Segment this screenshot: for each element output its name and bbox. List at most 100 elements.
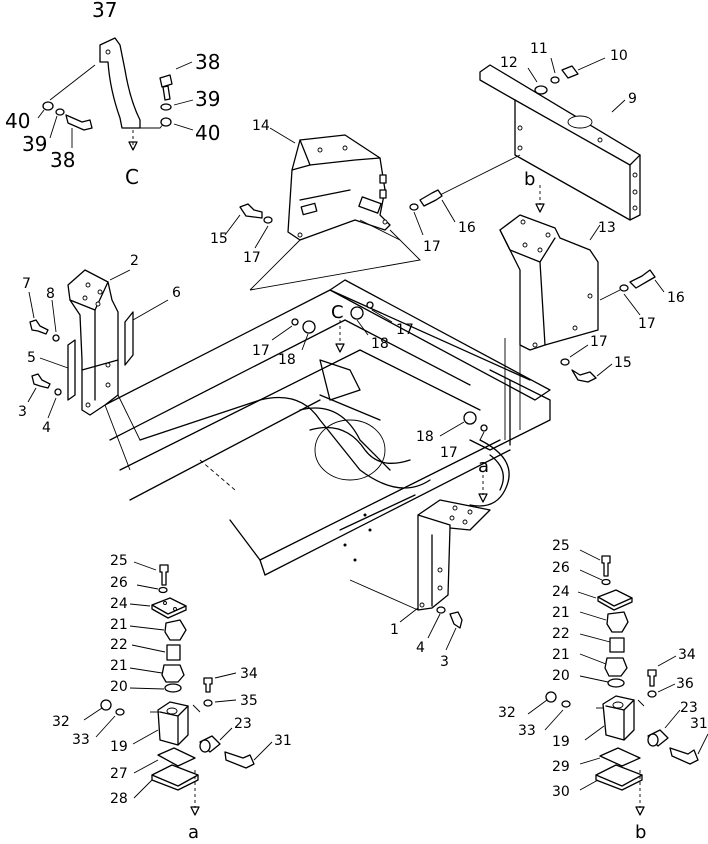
callout-10: 10	[610, 48, 628, 64]
view-marker-c-top: C	[125, 165, 139, 189]
callout-40-upper: 40	[195, 121, 220, 145]
callout-12: 12	[500, 55, 518, 71]
spacer-22-right	[609, 637, 625, 653]
callout-28: 28	[110, 791, 128, 807]
rubber-21-lower-left	[161, 664, 185, 683]
washer-39-left	[55, 108, 65, 116]
callout-labels: 37 38 39 40 40 39 38 C 10 11 12 9 14 15 …	[5, 0, 708, 843]
washer-11	[550, 76, 560, 84]
callout-4-left: 4	[42, 420, 51, 436]
bolt-38-upper	[159, 74, 173, 88]
main-frame	[94, 279, 551, 576]
bolt-3-right	[449, 611, 463, 629]
bracket-13	[499, 214, 599, 351]
plate-29	[599, 747, 641, 767]
callout-11: 11	[530, 41, 548, 57]
callout-25-right: 25	[552, 538, 570, 554]
bolt-38-left	[65, 114, 93, 131]
nut-18-a	[302, 320, 316, 334]
callout-26-left: 26	[110, 575, 128, 591]
washer-39-upper	[160, 103, 172, 111]
callout-9: 9	[628, 91, 637, 107]
rubber-21-upper-right	[606, 611, 629, 633]
callout-31-left: 31	[274, 733, 292, 749]
bolt-34-right	[647, 669, 657, 687]
callout-4-right: 4	[416, 640, 425, 656]
spacer-22-left	[166, 644, 181, 661]
bracket-14	[287, 134, 391, 241]
callout-17-upper-left: 17	[243, 250, 261, 266]
callout-16-lower: 16	[667, 290, 685, 306]
callout-32-right: 32	[498, 705, 516, 721]
callout-27: 27	[110, 766, 128, 782]
bracket-9	[479, 64, 641, 221]
view-marker-a-bottom: a	[188, 822, 199, 843]
callout-39-upper: 39	[195, 87, 220, 111]
callout-26-right: 26	[552, 560, 570, 576]
cap-20-right	[607, 678, 625, 688]
nut-32-left	[100, 699, 112, 711]
washer-33-right	[561, 700, 571, 708]
callout-24-left: 24	[110, 596, 128, 612]
bracket-1	[417, 499, 491, 611]
callout-25-left: 25	[110, 553, 128, 569]
callout-19-left: 19	[110, 739, 128, 755]
mount-assembly-right	[527, 549, 708, 816]
callout-17-center-right: 17	[396, 322, 414, 338]
callout-34-right: 34	[678, 647, 696, 663]
callout-21-right-upper: 21	[552, 605, 570, 621]
nut-18-b	[350, 306, 364, 320]
callout-40-left: 40	[5, 109, 30, 133]
washer-35	[203, 699, 213, 707]
callout-5: 5	[27, 350, 36, 366]
plate-6	[124, 311, 134, 366]
bolt-25-left	[159, 564, 169, 586]
bracket-2-group	[27, 269, 169, 471]
callout-14: 14	[252, 118, 270, 134]
plate-5	[67, 339, 76, 401]
bracket-9-group	[429, 57, 641, 221]
bolt-34-left	[203, 677, 213, 693]
washer-40-left	[42, 101, 54, 111]
view-marker-c-middle: C	[331, 302, 344, 323]
washer-26-right	[601, 578, 611, 586]
callout-35: 35	[240, 693, 258, 709]
callout-18-center-left: 18	[278, 352, 296, 368]
callout-37: 37	[92, 0, 117, 22]
callout-23-left: 23	[234, 716, 252, 732]
callout-33-right: 33	[518, 723, 536, 739]
callout-1: 1	[390, 622, 399, 638]
washer-17-c	[619, 284, 629, 292]
center-hardware	[271, 301, 488, 441]
callout-22-left: 22	[110, 637, 128, 653]
bolt-7	[29, 319, 49, 335]
callout-17-frame: 17	[440, 445, 458, 461]
bolt-16-upper	[419, 189, 443, 207]
bolt-15-lower	[571, 369, 597, 383]
washer-36	[647, 690, 657, 698]
washer-4-right	[436, 606, 446, 614]
callout-7: 7	[22, 276, 31, 292]
callout-34-left: 34	[240, 666, 258, 682]
callout-16-upper: 16	[458, 220, 476, 236]
callout-13: 13	[598, 220, 616, 236]
bolt-31-left	[224, 751, 255, 769]
callout-21-left-lower: 21	[110, 658, 128, 674]
view-marker-b-top: b	[524, 169, 535, 190]
callout-17-right: 17	[638, 316, 656, 332]
callout-19-right: 19	[552, 734, 570, 750]
bolt-16-lower	[629, 269, 656, 289]
callout-38-upper: 38	[195, 50, 220, 74]
callout-20-left: 20	[110, 679, 128, 695]
callout-8: 8	[46, 286, 55, 302]
washer-17-e	[291, 318, 299, 326]
callout-17-upper-right: 17	[423, 239, 441, 255]
callout-33-left: 33	[72, 732, 90, 748]
nut-32-right	[545, 691, 557, 703]
callout-3-left: 3	[18, 404, 27, 420]
cap-20-left	[164, 683, 182, 693]
callout-21-right-lower: 21	[552, 647, 570, 663]
bracket-14-group	[224, 127, 456, 291]
